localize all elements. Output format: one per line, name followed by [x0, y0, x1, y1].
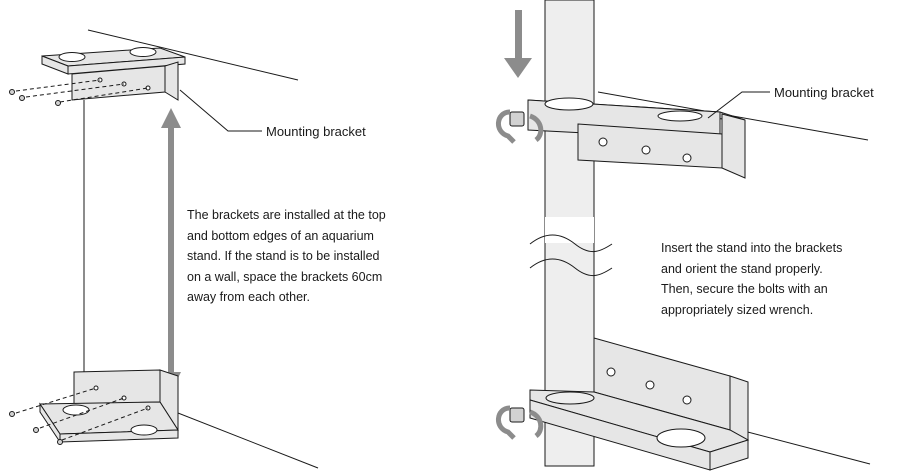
- insert-direction-arrow: [504, 10, 532, 78]
- left-bracket-label: Mounting bracket: [266, 124, 366, 139]
- left-description-line-1: The brackets are installed at the top: [187, 208, 386, 222]
- right-bottom-edge-line: [739, 429, 871, 465]
- left-description-line-3: stand. If the stand is to be installed: [187, 249, 380, 263]
- bottom-rotate-icon-tail: [528, 409, 544, 438]
- left-description-line-5: away from each other.: [187, 290, 310, 304]
- spacing-double-arrow: [161, 108, 181, 392]
- top-rotate-icon-tail: [528, 113, 544, 142]
- right-top-mounting-bracket: [509, 97, 746, 179]
- bottom-screws: [9, 387, 149, 445]
- top-mounting-bracket: [41, 47, 186, 101]
- left-description-line-2: and bottom edges of an aquarium: [187, 229, 374, 243]
- right-description-line-4: appropriately sized wrench.: [661, 303, 813, 317]
- bottom-rotate-icon: [496, 405, 516, 440]
- top-bracket-leader-line: [179, 89, 262, 132]
- bottom-mounting-bracket: [39, 369, 179, 444]
- right-description-line-3: Then, secure the bolts with an: [661, 282, 828, 296]
- right-bottom-mounting-bracket: [509, 337, 750, 471]
- right-bracket-leader-line: [707, 91, 770, 119]
- right-bracket-label: Mounting bracket: [774, 85, 874, 100]
- right-panel: [496, 0, 871, 471]
- left-description-line-4: on a wall, space the brackets 60cm: [187, 270, 382, 284]
- top-edge-line: [87, 29, 299, 81]
- right-description-line-1: Insert the stand into the brackets: [661, 241, 842, 255]
- left-panel: [9, 29, 319, 469]
- top-rotate-icon: [496, 109, 516, 144]
- right-description-line-2: and orient the stand properly.: [661, 262, 823, 276]
- top-screws: [9, 79, 149, 106]
